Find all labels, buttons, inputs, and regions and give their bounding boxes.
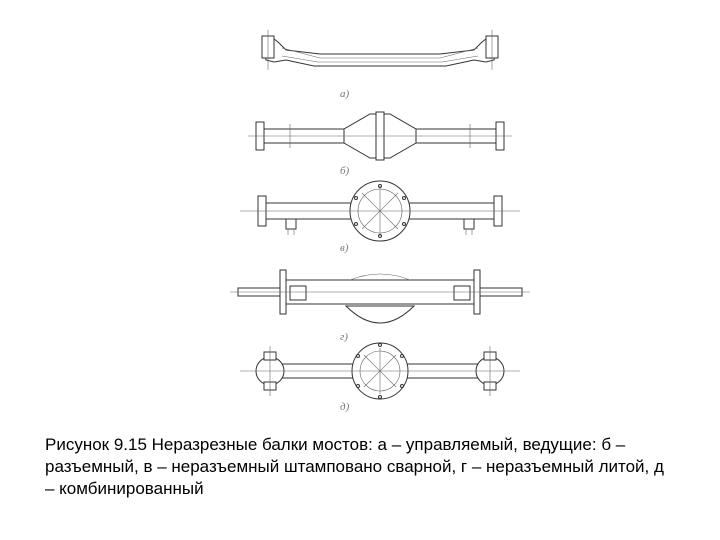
axle-b-split: б) — [248, 111, 512, 177]
axle-beams-drawing: а) б) в) — [230, 30, 530, 413]
axle-c-stamped-welded: в) — [240, 180, 520, 254]
axle-e-combined: д) — [240, 342, 520, 413]
label-d: г) — [340, 331, 348, 343]
figure-caption: Рисунок 9.15 Неразрезные балки мостов: а… — [45, 435, 664, 498]
axle-d-cast: г) — [230, 269, 530, 343]
label-c: в) — [340, 242, 349, 254]
label-e: д) — [340, 401, 350, 413]
axle-a-steered: а) — [261, 30, 499, 100]
label-a: а) — [340, 88, 350, 100]
label-b: б) — [340, 165, 350, 177]
